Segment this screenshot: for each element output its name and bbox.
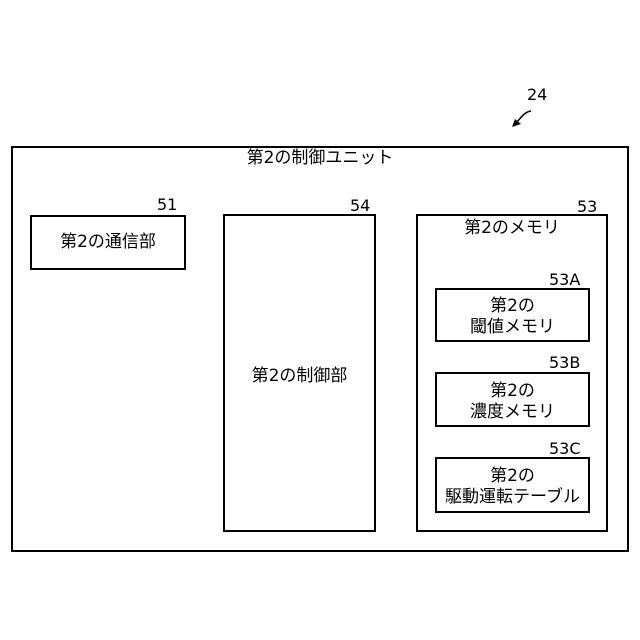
figure-ref-number: 24 [527, 86, 547, 104]
ref-53C: 53C [549, 440, 581, 458]
second-communication-label: 第2の通信部 [30, 232, 186, 253]
threshold-memory-line1: 第2の [435, 296, 590, 317]
drive-operation-table-line1: 第2の [435, 466, 590, 487]
second-control-unit-title: 第2の制御ユニット [11, 148, 629, 169]
ref-53: 53 [577, 198, 597, 216]
ref-54: 54 [350, 197, 370, 215]
concentration-memory-line1: 第2の [435, 381, 590, 402]
ref-51: 51 [157, 196, 177, 214]
second-memory-label: 第2のメモリ [416, 218, 608, 239]
ref-53A: 53A [549, 271, 580, 289]
threshold-memory-line2: 閾値メモリ [435, 317, 590, 338]
ref-53B: 53B [549, 354, 580, 372]
drive-operation-table-line2: 駆動運転テーブル [435, 487, 590, 508]
concentration-memory-line2: 濃度メモリ [435, 402, 590, 423]
second-control-label: 第2の制御部 [223, 366, 376, 387]
figure-ref-arrowhead [512, 119, 521, 127]
